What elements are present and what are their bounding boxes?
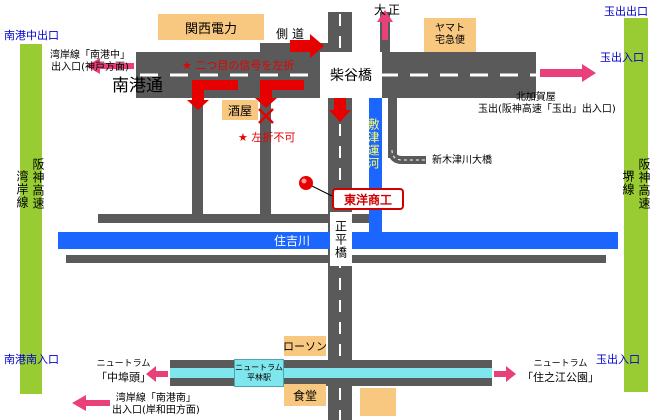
- road-shitsu-canal: 敷津運河: [366, 118, 380, 170]
- arrow-south-on-main: [329, 98, 351, 122]
- red-route-arrows: [187, 34, 351, 122]
- exit-tamade-top: 玉出出口: [604, 5, 648, 18]
- tram-left-line1: ニュートラム: [96, 359, 151, 369]
- wangan-nanko-naka-line1: 湾岸線「南港中」: [50, 50, 130, 61]
- label-wangan-nanko-minami: 湾岸線「南港南」 出入口(岸和田方面): [112, 393, 200, 417]
- road-nanko-dori: 南港通: [112, 76, 163, 96]
- landmark-shokudo: 食堂: [284, 384, 326, 406]
- arrow-turn-left-1: [187, 80, 238, 110]
- arrow-turn-left-2: [255, 80, 304, 108]
- street-tram: [170, 360, 492, 370]
- destination-label: 東洋商工: [332, 188, 404, 210]
- no-left-turn-mark: [258, 108, 274, 124]
- wangan-nanko-minami-line1: 湾岸線「南港南」: [115, 393, 196, 404]
- kitakagaya-line1: 北加賀屋: [515, 92, 556, 103]
- exit-nanko-naka: 南港中出口: [4, 29, 59, 42]
- road-shinkizugawa-bridge: 新木津川大橋: [432, 155, 492, 166]
- pink-arrows: [72, 10, 596, 411]
- tram-right-line1: ニュートラム: [533, 359, 588, 369]
- entrance-tamade-bottom: 玉出入口: [596, 353, 640, 366]
- tram-station-line1: ニュートラム: [235, 363, 283, 372]
- label-tram-left: ニュートラム 「中埠頭」: [96, 358, 151, 384]
- landmark-kansai-electric: 関西電力: [158, 14, 264, 40]
- road-shibatani-bridge: 柴谷橋: [320, 52, 382, 98]
- landmark-unlabeled-block: [360, 388, 396, 416]
- landmark-yamato: ヤマト 宅急便: [424, 18, 476, 52]
- arrow-sokudo-right: [290, 34, 324, 58]
- arrow-tram-left: [146, 366, 168, 382]
- tram-left-line2: 「中埠頭」: [96, 371, 151, 384]
- tram-right-line2: 「住之江公園」: [522, 371, 599, 384]
- wangan-nanko-minami-line2: 出入口(岸和田方面): [112, 405, 200, 416]
- shinkizugawa-curve-dash: [391, 149, 426, 161]
- road-taisho: 大正: [374, 3, 403, 17]
- tram-station-line2: 平林駅: [247, 373, 271, 382]
- arrow-tamade-exit-right: [540, 64, 596, 82]
- tram-station-hirabayashi: ニュートラム 平林駅: [234, 359, 284, 387]
- side-street-2: [260, 98, 271, 216]
- side-street-1: [192, 98, 203, 216]
- label-wangan-nanko-naka: 湾岸線「南港中」 出入口(神戸方面): [50, 50, 130, 74]
- arrow-tram-right: [494, 366, 516, 382]
- note-second-signal: ★ 二つ目の信号を左折: [182, 59, 295, 72]
- road-shohira-bridge: 正平橋: [330, 212, 352, 266]
- street-upper: [98, 214, 382, 223]
- street-tram-lower: [170, 378, 492, 386]
- entrance-tamade-right: 玉出入口: [600, 51, 644, 64]
- kitakagaya-line2: 玉出(阪神高速「玉出」出入口): [478, 104, 616, 115]
- note-no-left-turn: ★ 左折不可: [238, 131, 296, 144]
- label-tram-right: ニュートラム 「住之江公園」: [522, 358, 599, 384]
- expressway-right-col2: 堺線: [621, 170, 635, 196]
- landmark-sakaya: 酒屋: [222, 100, 258, 120]
- destination-pin: [299, 176, 333, 197]
- arrow-wangan-left: [86, 58, 134, 74]
- wangan-nanko-naka-line2: 出入口(神戸方面): [51, 62, 129, 73]
- shinkizugawa-road: [388, 98, 397, 158]
- landmark-lawson: ローソン: [283, 336, 327, 356]
- expressway-left-col2: 湾岸線: [15, 170, 29, 209]
- road-suminoe-river: 住吉川: [274, 234, 311, 248]
- road-sokudo: 側道: [276, 27, 309, 41]
- new-tram-line: [170, 368, 492, 378]
- arrow-taisho-up: [377, 10, 393, 40]
- label-kitakagaya: 北加賀屋 玉出(阪神高速「玉出」出入口): [478, 92, 616, 116]
- yamato-line2: 宅急便: [435, 35, 465, 46]
- yamato-line1: ヤマト: [435, 23, 465, 34]
- expressway-left-col1: 阪神高速: [31, 158, 45, 210]
- expressway-right-col1: 阪神高速: [637, 158, 651, 210]
- expressway-sakai-bar: [624, 18, 648, 392]
- shinkizugawa-curve: [388, 149, 426, 164]
- arrow-nanko-minami-left: [72, 395, 110, 411]
- expressway-wangan-bar: [20, 44, 42, 394]
- exit-nanko-minami: 南港南入口: [4, 353, 59, 366]
